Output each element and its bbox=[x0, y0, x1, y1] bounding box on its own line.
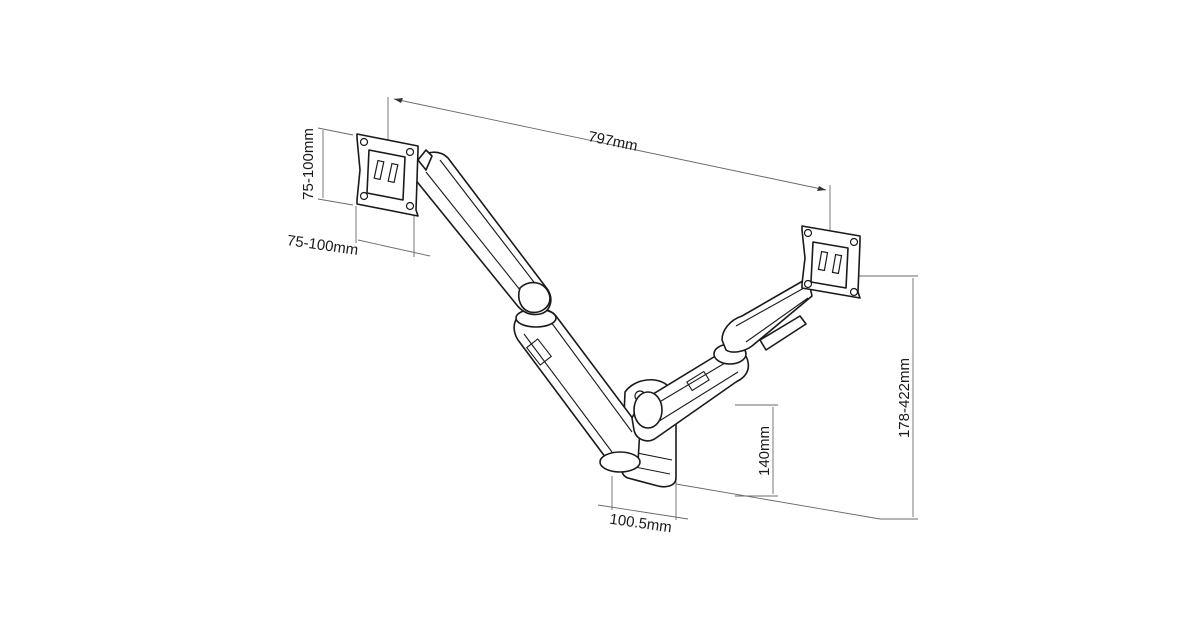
monitor-arm-outline bbox=[356, 133, 861, 488]
dimension-vesa-vertical: 75-100mm bbox=[300, 128, 317, 200]
dimension-vesa-horizontal: 75-100mm bbox=[286, 232, 359, 259]
dimension-mount-depth: 100.5mm bbox=[608, 511, 672, 537]
dimension-lines bbox=[317, 97, 918, 520]
dimension-mount-height: 140mm bbox=[756, 426, 773, 476]
dimension-height-range: 178-422mm bbox=[896, 358, 913, 438]
dimension-total-width: 797mm bbox=[587, 128, 639, 155]
